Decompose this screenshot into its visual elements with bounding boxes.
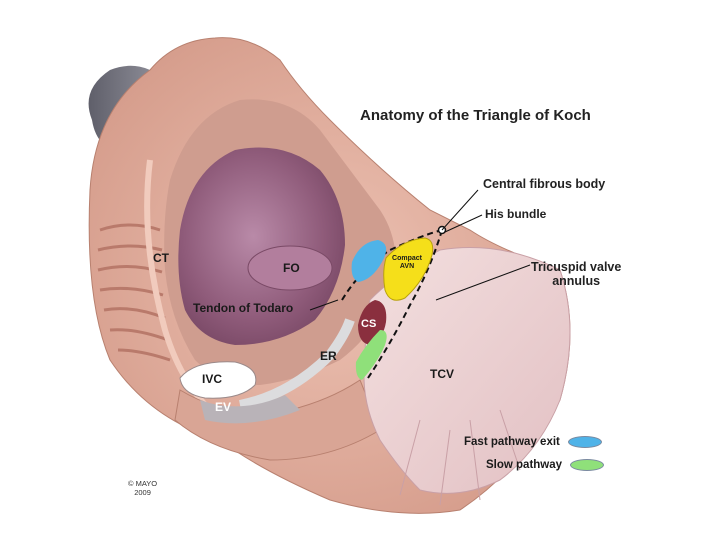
legend-fast-pathway-swatch [567, 436, 602, 449]
label-tricuspid-valve-annulus: Tricuspid valve annulus [531, 260, 622, 288]
legend-slow-pathway-label: Slow pathway [486, 459, 563, 471]
legend-slow-pathway-swatch [570, 459, 605, 472]
diagram-title: Anatomy of the Triangle of Koch [360, 107, 591, 124]
leader-his-bundle [444, 214, 483, 233]
leader-tendon-of-todaro [309, 299, 339, 311]
leader-lines [309, 189, 531, 311]
label-cs: CS [361, 318, 377, 330]
legend-slow-pathway: Slow pathway [486, 459, 605, 472]
eustachian-ridge [238, 318, 355, 410]
leader-central-fibrous-body [441, 189, 479, 231]
slow-pathway [355, 330, 387, 380]
tricuspid-valve-leaflet [363, 247, 571, 494]
ivc-opening [179, 361, 257, 399]
legend-fast-pathway-label: Fast pathway exit [464, 436, 560, 448]
label-tcv: TCV [430, 367, 454, 381]
label-ev: EV [215, 400, 232, 414]
fast-pathway-exit [351, 240, 387, 282]
fossa-region [178, 147, 345, 345]
label-er: ER [320, 349, 337, 363]
compact-avn [383, 237, 434, 301]
copyright: © MAYO 2009 [128, 479, 158, 497]
label-tendon-of-todaro: Tendon of Todaro [193, 301, 294, 315]
leader-tricuspid-annulus [435, 264, 531, 301]
fossa-ovalis [247, 245, 333, 291]
pectinate-muscles [97, 223, 171, 362]
chordae [399, 409, 521, 506]
label-his-bundle: His bundle [485, 207, 547, 221]
triangle-annulus-border [367, 229, 443, 379]
eustachian-valve [200, 395, 300, 424]
label-fo: FO [283, 261, 300, 275]
label-ivc: IVC [202, 372, 223, 386]
legend-fast-pathway: Fast pathway exit [464, 436, 602, 449]
label-ct: CT [153, 251, 169, 265]
label-central-fibrous-body: Central fibrous body [483, 177, 606, 191]
label-compact-avn: Compact AVN [392, 255, 422, 270]
